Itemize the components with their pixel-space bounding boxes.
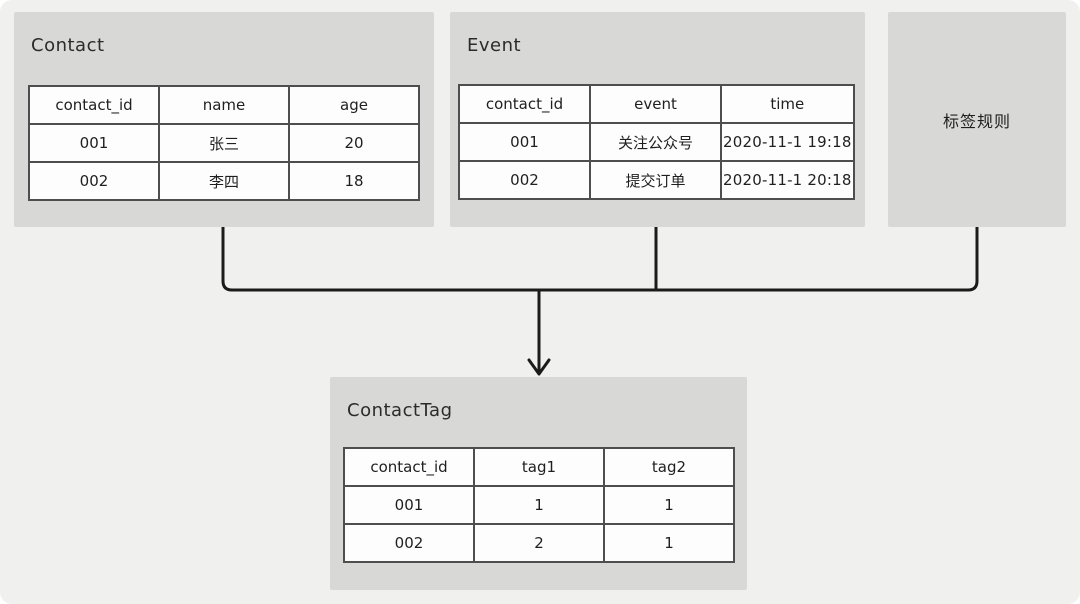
table-header-row: contact_id event time bbox=[458, 84, 855, 124]
table-header-cell: event bbox=[589, 84, 722, 124]
contact-tag-node-title: ContactTag bbox=[347, 400, 453, 421]
table-cell: 002 bbox=[343, 523, 475, 563]
table-row: 001 关注公众号 2020-11-1 19:18 bbox=[458, 122, 855, 162]
table-cell: 1 bbox=[473, 485, 605, 525]
table-cell: 001 bbox=[343, 485, 475, 525]
table-row: 002 2 1 bbox=[343, 523, 735, 563]
table-cell: 张三 bbox=[158, 123, 290, 163]
table-header-cell: tag1 bbox=[473, 447, 605, 487]
table-header-cell: tag2 bbox=[603, 447, 735, 487]
table-row: 002 提交订单 2020-11-1 20:18 bbox=[458, 160, 855, 200]
contact-tag-table: contact_id tag1 tag2 001 1 1 002 2 1 bbox=[343, 447, 735, 563]
table-header-cell: time bbox=[720, 84, 855, 124]
table-header-cell: age bbox=[288, 85, 420, 125]
table-header-cell: contact_id bbox=[343, 447, 475, 487]
event-table: contact_id event time 001 关注公众号 2020-11-… bbox=[458, 84, 855, 200]
table-cell: 20 bbox=[288, 123, 420, 163]
table-cell: 1 bbox=[603, 523, 735, 563]
table-row: 001 张三 20 bbox=[28, 123, 420, 163]
table-header-cell: name bbox=[158, 85, 290, 125]
table-cell: 001 bbox=[28, 123, 160, 163]
bus-connector-line bbox=[221, 225, 979, 292]
node-contact: Contact contact_id name age 001 张三 20 00… bbox=[14, 12, 434, 227]
table-cell: 提交订单 bbox=[589, 160, 722, 200]
table-cell: 2020-11-1 19:18 bbox=[720, 122, 855, 162]
table-cell: 002 bbox=[28, 161, 160, 201]
table-header-cell: contact_id bbox=[28, 85, 160, 125]
table-cell: 1 bbox=[603, 485, 735, 525]
contact-table: contact_id name age 001 张三 20 002 李四 18 bbox=[28, 85, 420, 201]
node-event: Event contact_id event time 001 关注公众号 20… bbox=[450, 12, 865, 227]
table-cell: 2020-11-1 20:18 bbox=[720, 160, 855, 200]
table-row: 002 李四 18 bbox=[28, 161, 420, 201]
table-cell: 2 bbox=[473, 523, 605, 563]
event-node-title: Event bbox=[467, 35, 522, 56]
table-cell: 18 bbox=[288, 161, 420, 201]
table-cell: 002 bbox=[458, 160, 591, 200]
node-contact-tag: ContactTag contact_id tag1 tag2 001 1 1 … bbox=[330, 377, 747, 590]
table-header-row: contact_id tag1 tag2 bbox=[343, 447, 735, 487]
table-cell: 001 bbox=[458, 122, 591, 162]
contact-node-title: Contact bbox=[31, 35, 105, 56]
table-header-row: contact_id name age bbox=[28, 85, 420, 125]
tag-rules-label: 标签规则 bbox=[942, 111, 1011, 131]
table-cell: 李四 bbox=[158, 161, 290, 201]
table-header-cell: contact_id bbox=[458, 84, 591, 124]
table-cell: 关注公众号 bbox=[589, 122, 722, 162]
arrow-head-icon bbox=[527, 358, 551, 376]
table-row: 001 1 1 bbox=[343, 485, 735, 525]
node-tag-rules: 标签规则 bbox=[888, 12, 1066, 227]
